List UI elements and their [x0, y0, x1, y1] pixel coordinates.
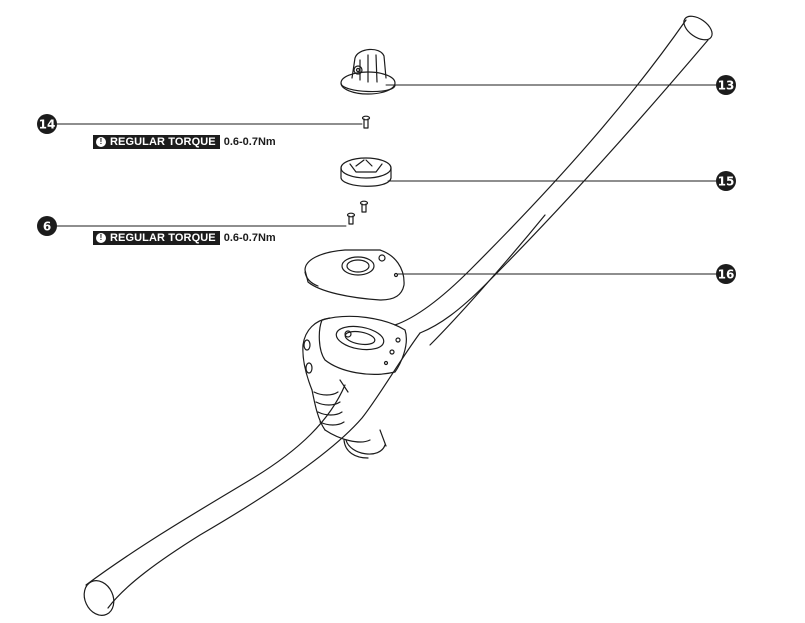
computer-mount [340, 157, 392, 187]
torque-value: 0.6-0.7Nm [223, 136, 276, 148]
torque-label: REGULAR TORQUE [110, 232, 216, 244]
callout-13: 13 [716, 75, 736, 95]
svg-text:14: 14 [39, 118, 56, 132]
svg-text:15: 15 [718, 175, 735, 189]
gopro-mount [340, 48, 396, 95]
svg-text:6: 6 [43, 220, 51, 234]
callout-16: 16 [716, 264, 736, 284]
torque-value: 0.6-0.7Nm [223, 232, 276, 244]
torque-note-6: ! REGULAR TORQUE 0.6-0.7Nm [93, 231, 276, 245]
torque-badge: ! REGULAR TORQUE [93, 135, 220, 149]
leader-lines [54, 84, 717, 275]
handlebar [83, 15, 713, 616]
callout-6: 6 [37, 216, 57, 236]
adapter-plate [304, 249, 405, 301]
callout-14: 14 [37, 114, 57, 134]
torque-badge: ! REGULAR TORQUE [93, 231, 220, 245]
svg-text:13: 13 [718, 79, 735, 93]
screws-6 [346, 200, 369, 225]
warning-icon: ! [96, 233, 106, 243]
torque-note-14: ! REGULAR TORQUE 0.6-0.7Nm [93, 135, 276, 149]
screw-14 [361, 115, 371, 129]
torque-label: REGULAR TORQUE [110, 136, 216, 148]
callout-15: 15 [716, 171, 736, 191]
warning-icon: ! [96, 137, 106, 147]
svg-text:16: 16 [718, 268, 735, 282]
